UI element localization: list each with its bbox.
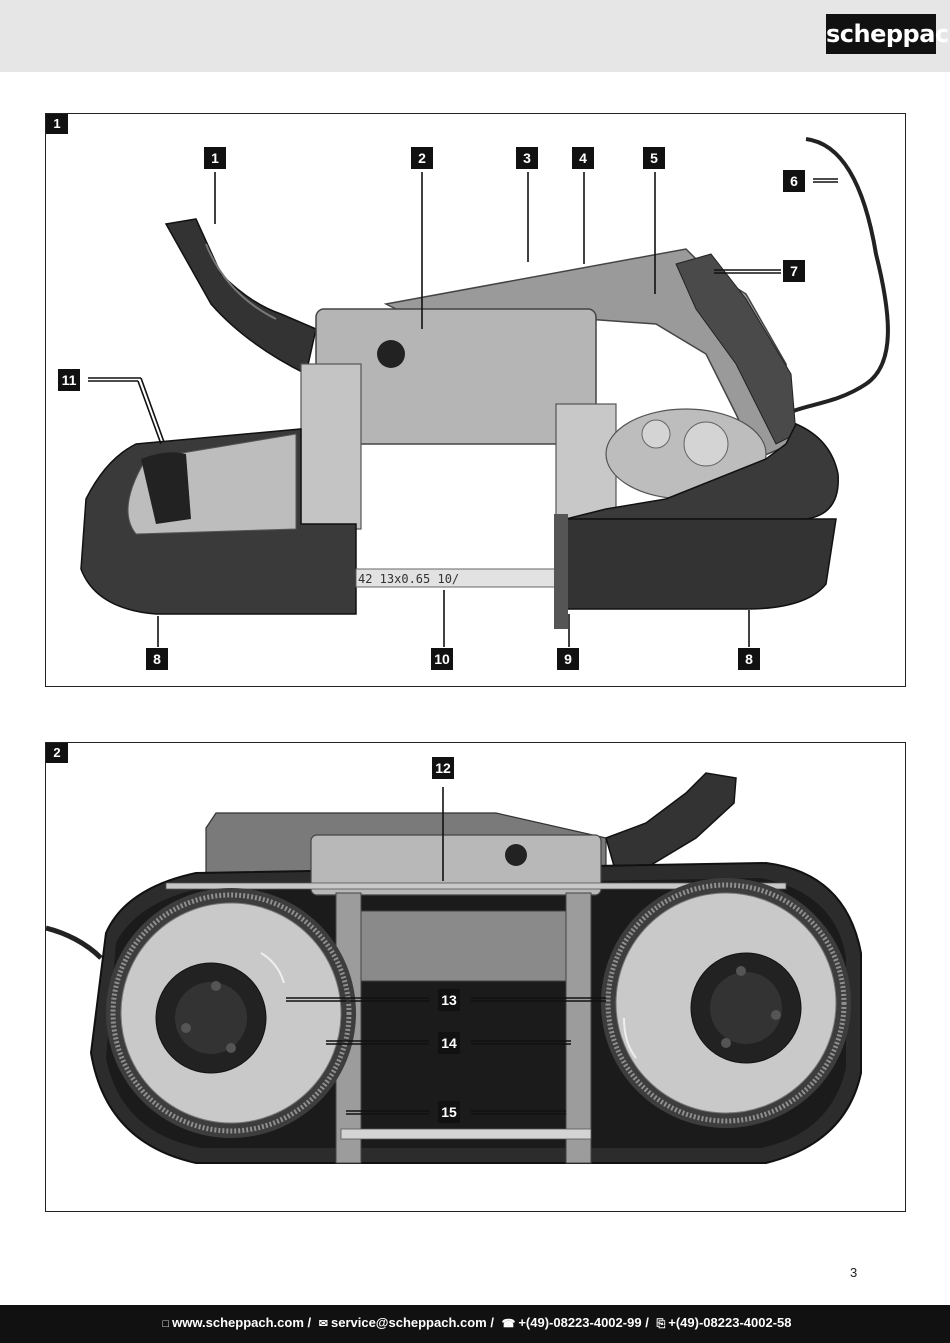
footer-separator: / <box>307 1315 312 1330</box>
figure-number: 2 <box>46 743 68 763</box>
callout-14: 14 <box>438 1032 460 1054</box>
callout-8-right: 8 <box>738 648 760 670</box>
figure-number: 1 <box>46 114 68 134</box>
callout-15: 15 <box>438 1101 460 1123</box>
figure-2: 2 <box>45 742 906 1212</box>
callout-10: 10 <box>431 648 453 670</box>
callout-3: 3 <box>516 147 538 169</box>
fax-icon: ⎘ <box>656 1318 666 1330</box>
callout-1: 1 <box>204 147 226 169</box>
footer-email[interactable]: service@scheppach.com <box>330 1315 487 1330</box>
footer-separator: / <box>645 1315 649 1330</box>
mail-icon: ✉ <box>318 1318 328 1330</box>
callout-8-left: 8 <box>146 648 168 670</box>
footer-fax: +(49)-08223-4002-58 <box>668 1315 792 1330</box>
footer-website[interactable]: www.scheppach.com <box>172 1315 304 1330</box>
callout-13: 13 <box>438 989 460 1011</box>
blade-marking: 42 13x0.65 10/ <box>358 572 459 586</box>
callout-11: 11 <box>58 369 80 391</box>
header-bar <box>0 0 950 72</box>
callout-4: 4 <box>572 147 594 169</box>
brand-logo: scheppach <box>826 14 950 54</box>
callout-6: 6 <box>783 170 805 192</box>
callout-2: 2 <box>411 147 433 169</box>
page-number: 3 <box>850 1265 858 1280</box>
bandsaw-open-illustration <box>46 772 862 1164</box>
footer-separator: / <box>490 1315 494 1330</box>
footer-phone: +(49)-08223-4002-99 <box>518 1315 642 1330</box>
callout-12: 12 <box>432 757 454 779</box>
footer-contact: □www.scheppach.com / ✉service@scheppach.… <box>0 1305 950 1343</box>
bandsaw-side-illustration: 42 13x0.65 10/ <box>80 137 890 647</box>
phone-icon: ☎ <box>501 1318 516 1330</box>
figure-1: 1 42 13x0.65 10/ <box>45 113 906 687</box>
computer-icon: □ <box>162 1318 170 1330</box>
callout-9: 9 <box>557 648 579 670</box>
footer-bar: □www.scheppach.com / ✉service@scheppach.… <box>0 1305 950 1343</box>
callout-5: 5 <box>643 147 665 169</box>
callout-7: 7 <box>783 260 805 282</box>
